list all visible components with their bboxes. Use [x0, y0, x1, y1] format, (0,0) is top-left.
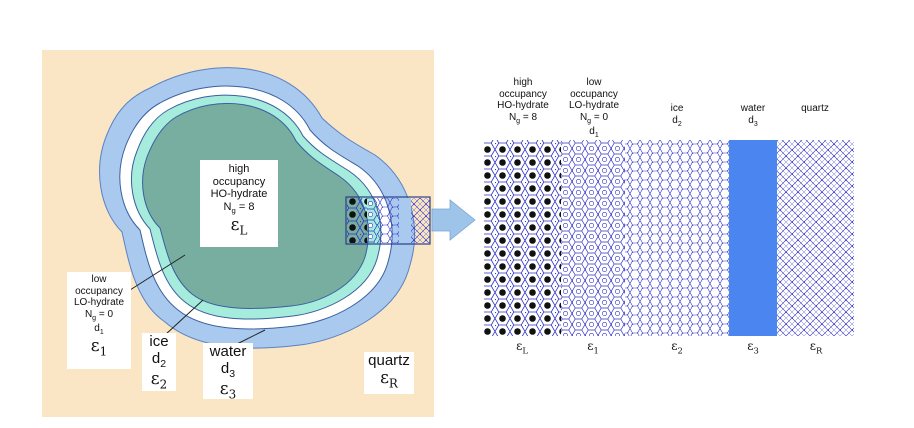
strip-eps-ho: εL — [516, 339, 528, 356]
quartz-name: quartz — [368, 352, 410, 369]
ice-name: ice — [149, 333, 169, 350]
strip-lo-line2: occupancy — [570, 88, 618, 100]
strip-eps-ice: ε2 — [671, 339, 683, 356]
label-quartz: quartz εR — [364, 352, 414, 394]
label-water: water d3 ε3 — [203, 343, 253, 402]
leader-line-water — [234, 329, 266, 346]
strip-label-ho: high occupancy HO-hydrate Ng = 8 — [492, 77, 554, 126]
water-name: water — [209, 343, 247, 360]
leader-line-ice — [164, 299, 204, 336]
ho-line2: occupancy — [212, 175, 266, 188]
arrow-icon — [431, 199, 476, 241]
strip-lo-d: d1 — [589, 125, 599, 139]
ice-eps: ε2 — [150, 369, 168, 392]
strip-label-lo: low occupancy LO-hydrate Ng = 0 d1 — [563, 77, 625, 140]
label-ho-hydrate: high occupancy HO-hydrate Ng = 8 εL — [200, 160, 278, 247]
strip-quartz — [777, 140, 854, 336]
strip-ho-line2: occupancy — [499, 88, 547, 100]
ho-line3: HO-hydrate — [210, 188, 268, 201]
strip-lo-line1: low — [586, 77, 602, 88]
strip-label-quartz: quartz — [790, 103, 840, 115]
water-d: d3 — [220, 360, 236, 381]
strip-eps-water: ε3 — [747, 339, 759, 356]
ho-eps: εL — [230, 214, 248, 238]
ho-ng: Ng = 8 — [223, 200, 255, 216]
strip-label-ice: ice d2 — [655, 103, 699, 129]
strip-water — [729, 140, 777, 336]
strip-ho-hydrate — [484, 140, 561, 336]
lo-line3: LO-hydrate — [73, 297, 125, 308]
label-lo-hydrate: low occupancy LO-hydrate Ng = 0 d1 ε1 — [67, 272, 131, 369]
strip-ho-ng: Ng = 8 — [508, 111, 538, 125]
strip-ho-line3: HO-hydrate — [497, 100, 549, 111]
layer-strip — [484, 140, 854, 336]
strip-ho-line1: high — [513, 77, 533, 88]
label-ice: ice d2 ε2 — [142, 333, 176, 392]
lo-d: d1 — [94, 322, 104, 336]
strip-label-water: water d3 — [731, 103, 775, 129]
ice-d: d2 — [151, 350, 167, 371]
lo-line2: occupancy — [75, 285, 123, 297]
strip-lo-hydrate — [561, 140, 625, 336]
strip-water-d: d3 — [748, 114, 758, 128]
strip-ice-d: d2 — [672, 114, 682, 128]
lo-eps: ε1 — [90, 335, 108, 358]
water-eps: ε3 — [219, 379, 237, 402]
lo-line1: low — [91, 274, 107, 285]
strip-lo-ng: Ng = 0 — [579, 111, 609, 125]
lo-ng: Ng = 0 — [84, 308, 114, 322]
strip-quartz-name: quartz — [801, 103, 829, 114]
strip-eps-lo: ε1 — [587, 339, 599, 356]
strip-ice-name: ice — [670, 103, 684, 114]
leader-line-lo — [129, 254, 186, 291]
ho-line1: high — [228, 163, 250, 175]
strip-lo-line3: LO-hydrate — [568, 100, 620, 111]
quartz-eps: εR — [380, 368, 398, 391]
magnified-region-box — [345, 196, 431, 245]
strip-eps-quartz: εR — [809, 339, 823, 356]
strip-water-name: water — [740, 103, 766, 114]
strip-ice — [625, 140, 729, 336]
